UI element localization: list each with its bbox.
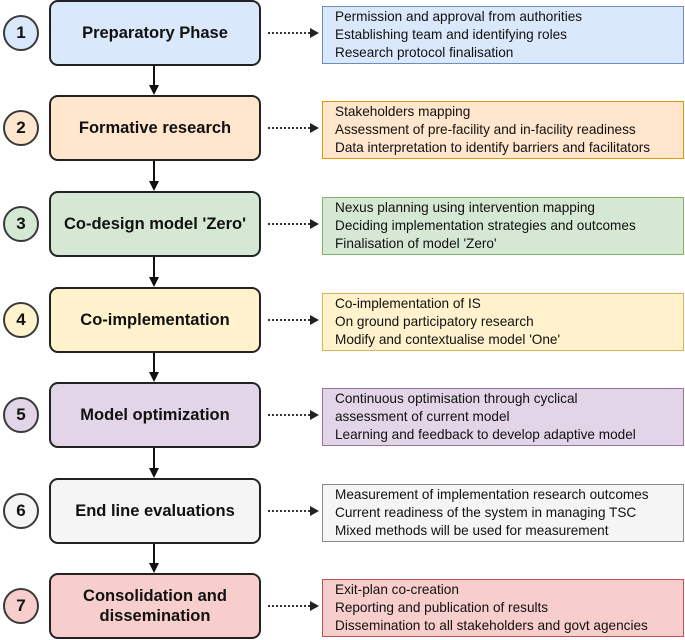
detail-line: Measurement of implementation research o… <box>335 487 649 502</box>
detail-line: Modify and contextualise model 'One' <box>335 331 561 347</box>
detail-line: Current readiness of the system in manag… <box>335 504 637 520</box>
process-step-4: 4 Co-implementation Co-implementation of… <box>0 287 685 353</box>
connector-arrowhead <box>310 219 319 229</box>
connector-arrowhead <box>310 315 319 325</box>
step-number: 5 <box>16 405 26 424</box>
flow-arrow-line <box>153 257 155 278</box>
detail-line: Finalisation of model 'Zero' <box>335 235 497 251</box>
flow-arrow-line <box>153 353 155 373</box>
step-number-circle: 4 <box>3 302 39 338</box>
detail-line: Mixed methods will be used for measureme… <box>335 522 609 538</box>
detail-line: Research protocol finalisation <box>335 44 514 60</box>
phase-box: Co-implementation <box>49 287 261 353</box>
details-box: Permission and approval from authorities… <box>322 6 684 64</box>
step-number: 7 <box>16 596 26 615</box>
details-box: Co-implementation of IS On ground partici… <box>322 293 684 351</box>
phase-box: Formative research <box>49 95 261 161</box>
detail-line: Exit-plan co-creation <box>335 582 459 597</box>
flow-arrowhead <box>149 277 159 287</box>
dotted-connector <box>268 605 310 607</box>
step-number: 4 <box>16 310 26 329</box>
phase-label: Co-implementation <box>80 311 230 329</box>
dotted-connector <box>268 127 310 129</box>
process-step-7: 7 Consolidation and dissemination Exit-p… <box>0 573 685 639</box>
flow-arrow-line <box>153 544 155 564</box>
flow-arrow-line <box>153 161 155 182</box>
connector-arrowhead <box>310 506 319 516</box>
process-step-2: 2 Formative research Stakeholders mappin… <box>0 95 685 161</box>
phase-box: Preparatory Phase <box>49 0 261 66</box>
step-number-circle: 7 <box>3 588 39 624</box>
connector-arrowhead <box>310 410 319 420</box>
step-number-circle: 2 <box>3 110 39 146</box>
details-box: Continuous optimisation through cyclical… <box>322 388 684 446</box>
detail-line: assessment of current model <box>335 408 510 424</box>
flow-arrowhead <box>149 563 159 573</box>
flow-arrowhead <box>149 468 159 478</box>
dotted-connector <box>268 32 310 34</box>
process-step-6: 6 End line evaluations Measurement of im… <box>0 478 685 544</box>
process-step-3: 3 Co-design model 'Zero' Nexus planning … <box>0 191 685 257</box>
detail-line: Continuous optimisation through cyclical <box>335 391 578 406</box>
step-number: 2 <box>16 118 26 137</box>
flow-arrowhead <box>149 372 159 382</box>
dotted-connector <box>268 223 310 225</box>
step-number: 6 <box>16 501 26 520</box>
flow-arrowhead <box>149 85 159 95</box>
details-box: Measurement of implementation research o… <box>322 484 684 542</box>
phase-label: Preparatory Phase <box>82 24 228 42</box>
detail-line: Learning and feedback to develop adaptiv… <box>335 426 636 442</box>
connector-arrowhead <box>310 28 319 38</box>
phase-label: Model optimization <box>80 406 230 424</box>
step-number-circle: 3 <box>3 206 39 242</box>
process-step-1: 1 Preparatory Phase Permission and appro… <box>0 0 685 66</box>
detail-line: Deciding implementation strategies and o… <box>335 217 636 233</box>
details-box: Nexus planning using intervention mappin… <box>322 197 684 255</box>
detail-line: Stakeholders mapping <box>335 104 471 119</box>
connector-arrowhead <box>310 601 319 611</box>
flow-arrow-line <box>153 66 155 86</box>
detail-line: Reporting and publication of results <box>335 599 549 615</box>
step-number-circle: 6 <box>3 493 39 529</box>
detail-line: Data interpretation to identify barriers… <box>335 139 651 155</box>
dotted-connector <box>268 414 310 416</box>
connector-arrowhead <box>310 123 319 133</box>
step-number: 1 <box>16 23 26 42</box>
phase-box: Co-design model 'Zero' <box>49 191 261 257</box>
detail-line: On ground participatory research <box>335 313 534 329</box>
step-number: 3 <box>16 214 26 233</box>
phase-label: Formative research <box>78 119 232 137</box>
step-number-circle: 5 <box>3 397 39 433</box>
phase-box: End line evaluations <box>49 478 261 544</box>
flow-arrow-line <box>153 448 155 469</box>
phase-label: Co-design model 'Zero' <box>63 215 247 233</box>
detail-line: Dissemination to all stakeholders and go… <box>335 617 648 633</box>
detail-line: Co-implementation of IS <box>335 296 481 311</box>
detail-line: Assessment of pre-facility and in-facili… <box>335 121 636 137</box>
step-number-circle: 1 <box>3 15 39 51</box>
process-step-5: 5 Model optimization Continuous optimisa… <box>0 382 685 448</box>
dotted-connector <box>268 510 310 512</box>
phase-box: Consolidation and dissemination <box>49 573 261 639</box>
detail-line: Permission and approval from authorities <box>335 9 583 24</box>
phase-box: Model optimization <box>49 382 261 448</box>
flow-arrowhead <box>149 181 159 191</box>
detail-line: Nexus planning using intervention mappin… <box>335 200 595 215</box>
phase-label: End line evaluations <box>75 502 235 520</box>
phase-label: Consolidation and dissemination <box>83 587 227 625</box>
dotted-connector <box>268 319 310 321</box>
detail-line: Establishing team and identifying roles <box>335 26 567 42</box>
